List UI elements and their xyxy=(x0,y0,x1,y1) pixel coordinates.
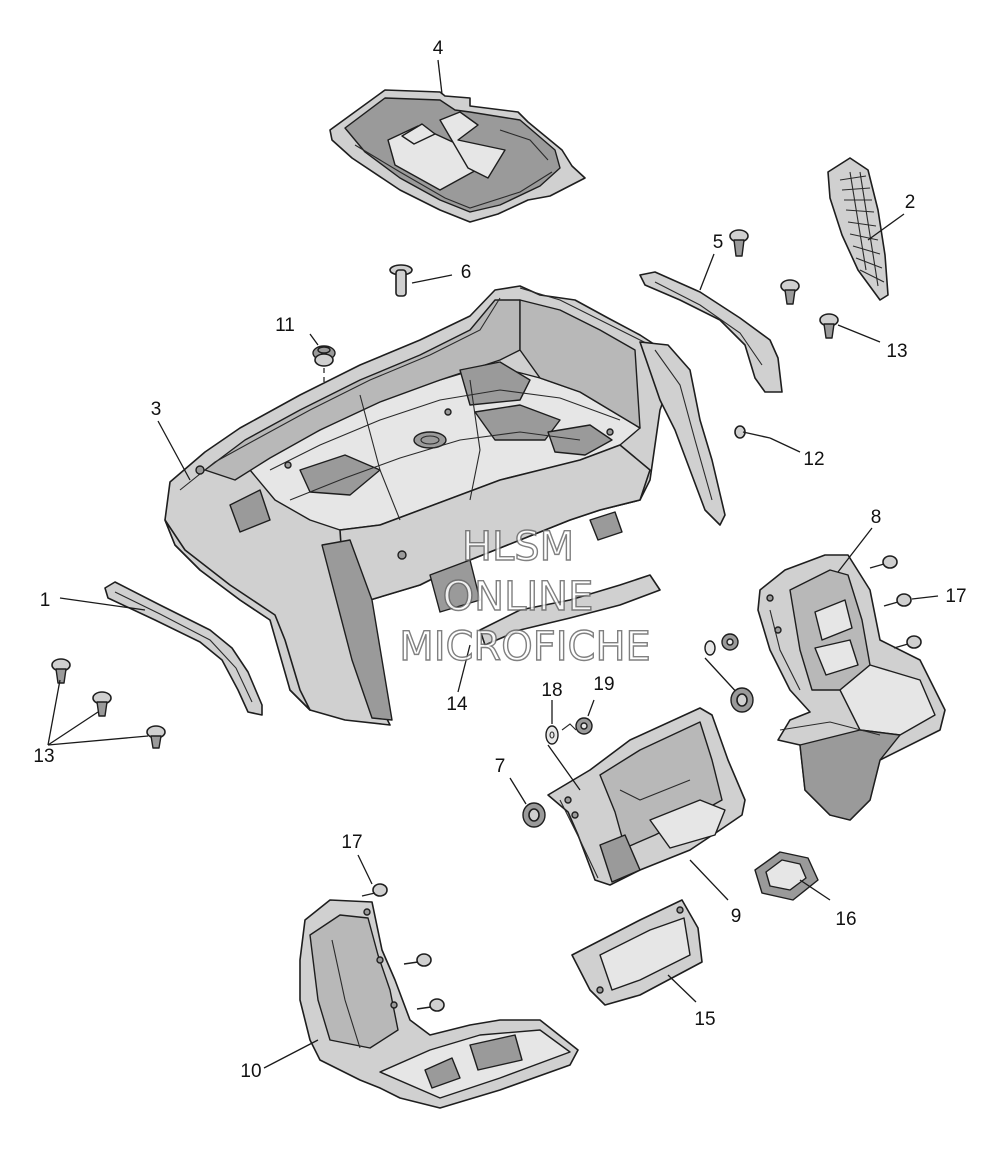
part-13-screws-top[interactable] xyxy=(729,229,881,343)
bolt-icon xyxy=(361,883,388,897)
callout-3[interactable]: 3 xyxy=(151,399,162,420)
callout-13-top[interactable]: 13 xyxy=(886,341,907,362)
part-15-panel[interactable] xyxy=(571,899,703,1006)
part-3-right-wing xyxy=(639,341,726,526)
grille-mesh xyxy=(839,171,885,287)
watermark: HLSM ONLINE MICROFICHE xyxy=(398,523,651,670)
callout-17-right[interactable]: 17 xyxy=(945,586,966,607)
part-6-pin[interactable] xyxy=(389,264,453,297)
callout-16[interactable]: 16 xyxy=(835,909,856,930)
bolt-icon xyxy=(883,593,912,607)
part-7-grommets[interactable] xyxy=(509,687,754,828)
fastener-pair-upper xyxy=(704,633,741,697)
screw-icon xyxy=(51,658,71,684)
callout-9[interactable]: 9 xyxy=(731,906,742,927)
screw-icon xyxy=(819,313,839,339)
part-16-pad[interactable] xyxy=(754,851,831,901)
part-19-nut[interactable] xyxy=(561,699,595,735)
watermark-line-2: ONLINE xyxy=(443,574,594,620)
bolt-icon xyxy=(416,998,445,1012)
callout-5[interactable]: 5 xyxy=(713,232,724,253)
bolt-icon xyxy=(869,555,898,569)
callout-19[interactable]: 19 xyxy=(593,674,614,695)
part-9-center-tray[interactable] xyxy=(547,707,746,901)
watermark-line-3: MICROFICHE xyxy=(399,624,651,670)
part-14-front-panel[interactable] xyxy=(479,574,661,646)
part-1-trim-strip[interactable] xyxy=(59,581,263,716)
callout-18[interactable]: 18 xyxy=(541,680,562,701)
callout-10[interactable]: 10 xyxy=(240,1061,261,1082)
bolt-icon xyxy=(893,635,922,649)
screw-icon xyxy=(729,229,749,257)
part-17-bolts-left[interactable] xyxy=(357,854,445,1012)
screw-icon xyxy=(780,279,800,305)
callout-1[interactable]: 1 xyxy=(40,590,51,611)
callout-labels: 4 2 5 6 11 13 3 12 8 17 1 14 18 19 13 7 … xyxy=(33,38,966,1082)
callout-8[interactable]: 8 xyxy=(871,507,882,528)
part-17-bolts-right[interactable] xyxy=(869,555,939,649)
bolt-icon xyxy=(403,953,432,967)
callout-17-left[interactable]: 17 xyxy=(341,832,362,853)
part-10-lower-bin[interactable] xyxy=(263,899,579,1109)
part-18-washer[interactable] xyxy=(545,700,559,745)
callout-15[interactable]: 15 xyxy=(694,1009,715,1030)
part-4-cover-panel[interactable] xyxy=(329,89,586,223)
callout-6[interactable]: 6 xyxy=(461,262,472,283)
watermark-line-1: HLSM xyxy=(462,524,574,570)
callout-12[interactable]: 12 xyxy=(803,449,824,470)
part-3-cargo-box[interactable] xyxy=(164,285,671,726)
leader-lines xyxy=(157,59,905,693)
part-8-storage-bin[interactable] xyxy=(757,527,946,821)
part-13-screws-left[interactable] xyxy=(47,658,166,749)
part-12-screw[interactable] xyxy=(734,425,801,453)
screw-icon xyxy=(146,725,166,749)
screw-icon xyxy=(92,691,112,717)
callout-4[interactable]: 4 xyxy=(433,38,444,59)
callout-14[interactable]: 14 xyxy=(446,694,468,715)
callout-13-left[interactable]: 13 xyxy=(33,746,54,767)
part-2-grille[interactable] xyxy=(827,157,889,301)
part-5-trim-strip[interactable] xyxy=(639,271,783,393)
callout-2[interactable]: 2 xyxy=(905,192,916,213)
callout-7[interactable]: 7 xyxy=(495,756,506,777)
callout-11[interactable]: 11 xyxy=(275,315,295,336)
